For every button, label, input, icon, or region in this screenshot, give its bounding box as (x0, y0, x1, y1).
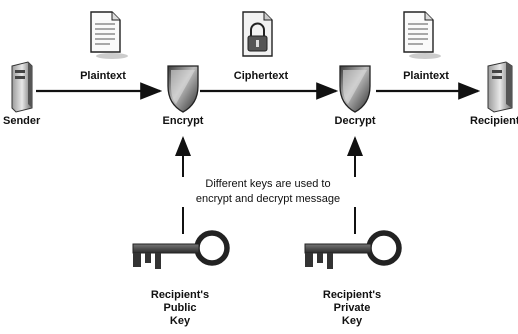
node-label-decrypt: Decrypt (334, 115, 376, 127)
key-label-line: Private (333, 302, 371, 314)
key-label-public: Recipient's Public Key (135, 289, 225, 328)
key-icon (132, 230, 230, 269)
locked-document-icon (242, 11, 273, 57)
edge-label-plaintext-left: Plaintext (80, 70, 126, 82)
document-icon (403, 11, 441, 59)
key-icon (304, 230, 402, 269)
document-icon (90, 11, 128, 59)
edge-label-plaintext-right: Plaintext (403, 70, 449, 82)
note-line-2: encrypt and decrypt message (195, 193, 341, 205)
key-label-line: Recipient's (150, 289, 210, 301)
shield-icon (339, 65, 371, 113)
key-label-line: Key (341, 315, 363, 327)
node-label-recipient: Recipient (470, 115, 518, 127)
node-label-encrypt: Encrypt (162, 115, 204, 127)
node-label-sender: Sender (3, 115, 41, 127)
key-label-private: Recipient's Private Key (307, 289, 397, 328)
diagram-note: Different keys are used to encrypt and d… (168, 177, 368, 207)
server-icon (11, 61, 33, 113)
key-label-line: Public (163, 302, 197, 314)
key-label-line: Key (169, 315, 191, 327)
edge-label-ciphertext: Ciphertext (233, 70, 289, 82)
key-label-line: Recipient's (322, 289, 382, 301)
shield-icon (167, 65, 199, 113)
note-line-1: Different keys are used to (205, 178, 331, 190)
server-icon (487, 61, 513, 113)
